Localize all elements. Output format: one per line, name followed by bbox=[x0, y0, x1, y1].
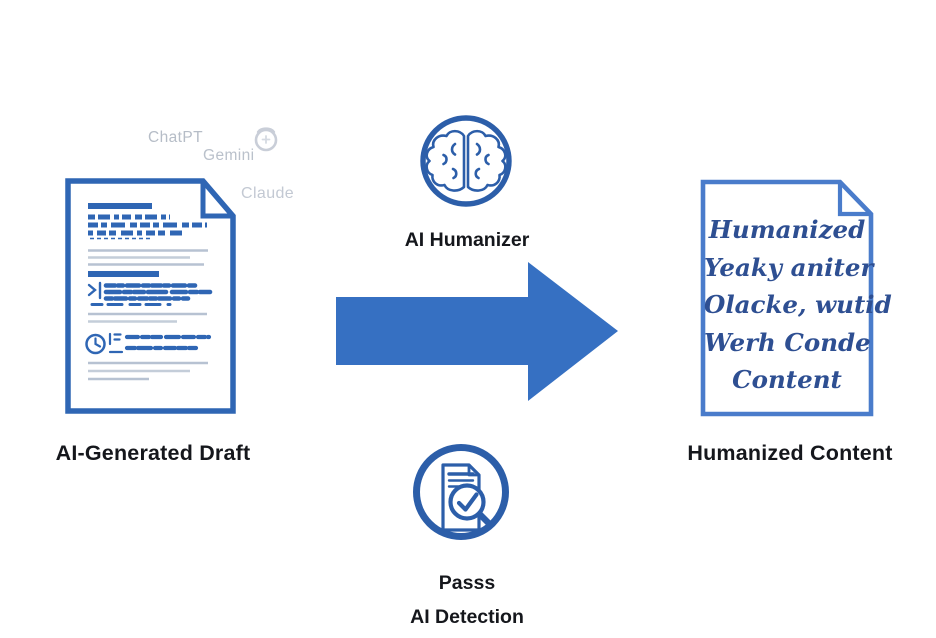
handwritten-line: Werh Conde bbox=[704, 327, 871, 357]
detection-caption: Passs AI Detection bbox=[375, 567, 559, 634]
right-arrow-icon bbox=[336, 262, 618, 401]
handwritten-text: Humanized Yeaky aniter Olacke, wutid Wer… bbox=[704, 211, 892, 399]
faded-model-chatpt: ChatPT bbox=[148, 129, 203, 146]
faded-model-gemini: Gemini bbox=[203, 147, 255, 164]
draft-document-icon bbox=[65, 178, 236, 414]
humanized-document-icon bbox=[700, 179, 874, 417]
left-caption: AI-Generated Draft bbox=[55, 441, 251, 465]
detection-caption-line1: Passs bbox=[438, 572, 496, 594]
humanizer-caption: AI Humanizer bbox=[404, 229, 530, 251]
faded-model-claude: Claude bbox=[241, 185, 295, 202]
handwritten-line: Yeaky aniter bbox=[704, 252, 874, 282]
ai-detection-icon bbox=[413, 444, 509, 540]
brain-icon bbox=[420, 115, 512, 207]
detection-caption-line2: AI Detection bbox=[410, 605, 524, 628]
handwritten-line: Humanized bbox=[708, 215, 866, 244]
right-caption: Humanized Content bbox=[687, 441, 893, 465]
handwritten-line: Olacke, wutid bbox=[704, 290, 892, 320]
handwritten-line: Content bbox=[732, 365, 842, 395]
faded-ai-logo-icon bbox=[254, 127, 278, 152]
